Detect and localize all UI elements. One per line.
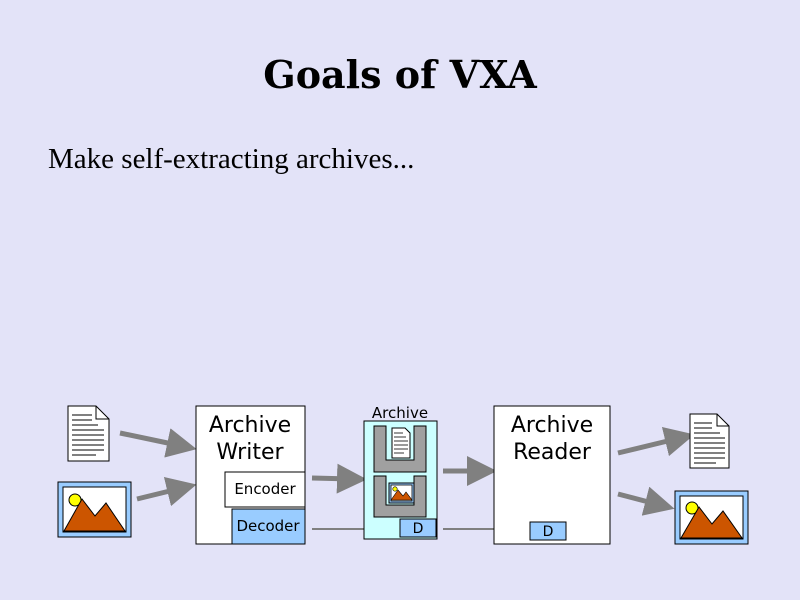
decoder-label: Decoder xyxy=(236,517,300,535)
output-image-icon xyxy=(674,490,749,545)
encoder-box xyxy=(224,471,306,508)
archive-label: Archive xyxy=(372,404,428,422)
archive-writer-title-line1: Archive xyxy=(209,413,291,438)
compressed-document-icon xyxy=(373,425,427,473)
archive-decoder-tag xyxy=(399,518,437,538)
writer-to-archive-arrow xyxy=(311,463,367,494)
archive-box: Archive D xyxy=(363,404,438,540)
archive-reader-title-line1: Archive xyxy=(511,413,593,438)
archive-decoder-tag-label: D xyxy=(413,521,424,537)
archive-writer-title-line2: Writer xyxy=(216,440,284,465)
archive-reader-box: Archive Reader D xyxy=(493,405,611,545)
input-arrows xyxy=(119,428,197,507)
reader-decoder-tag-label: D xyxy=(543,524,554,540)
archive-reader-title-line2: Reader xyxy=(513,440,592,465)
input-image-icon xyxy=(57,481,132,538)
slide-bullet: Make self-extracting archives... xyxy=(48,143,415,175)
output-arrows xyxy=(617,426,695,516)
compressed-image-icon xyxy=(373,475,427,518)
archive-writer-box: Archive Writer Encoder Decoder xyxy=(195,405,306,545)
decoder-box xyxy=(231,508,306,545)
encoder-label: Encoder xyxy=(234,480,296,498)
input-document-icon xyxy=(67,405,110,462)
output-document-icon xyxy=(689,413,730,469)
slide-title: Goals of VXA xyxy=(263,52,537,97)
reader-decoder-tag xyxy=(529,521,567,541)
